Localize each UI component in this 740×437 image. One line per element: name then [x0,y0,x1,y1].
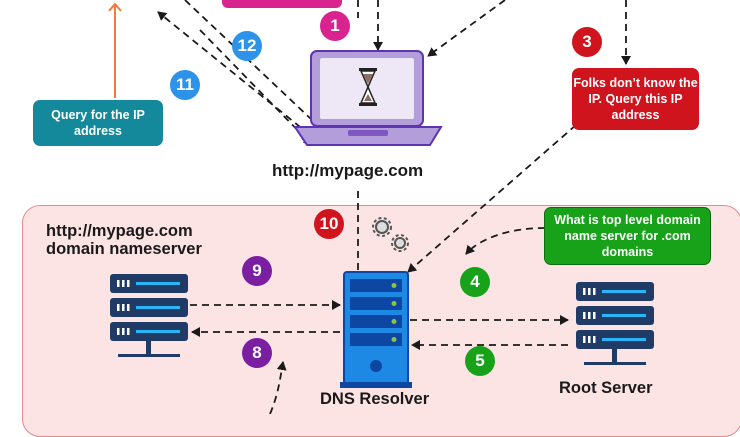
step-badge-11: 11 [170,70,200,100]
step-badge-9: 9 [242,256,272,286]
server-icon [576,282,654,365]
step-badge-8: 8 [242,338,272,368]
step-badge-10: 10 [314,209,344,239]
arrow-red-to-resolver [407,124,577,273]
step-badge-4: 4 [460,267,490,297]
server-icon [110,274,188,357]
step-badge-1: 1 [320,11,350,41]
folks-dont-know-label: Folks don’t know the IP. Query this IP a… [573,76,698,122]
arrow-step-4 [465,227,546,255]
gear-icon [372,217,409,252]
arrow-step-12 [157,11,311,136]
step-badge-3: 3 [572,27,602,57]
dns-resolver-label: DNS Resolver [320,390,430,408]
diagram-graphics [0,0,654,414]
arrow-step-11 [199,29,313,146]
hourglass-icon [359,68,377,106]
arrow-bottom-curve [269,361,287,414]
nameserver-label-line2: domain nameserver [46,240,202,258]
step-badge-5: 5 [465,346,495,376]
query-ip-box: Query for the IP address [33,100,163,146]
step-badge-12: 12 [232,31,262,61]
pink-info-box [222,0,342,8]
folks-dont-know-box: Folks don’t know the IP. Query this IP a… [572,68,699,130]
flow-arrows [157,0,631,414]
dns-resolver-icon [340,271,412,388]
url-label: http://mypage.com [272,161,424,180]
arrow-step-2 [427,0,506,57]
root-server-label: Root Server [559,379,653,397]
top-level-label: What is top level domain name server for… [554,213,701,259]
top-level-box: What is top level domain name server for… [544,207,711,265]
nameserver-label-line1: http://mypage.com [46,222,193,240]
query-ip-label: Query for the IP address [51,108,145,138]
